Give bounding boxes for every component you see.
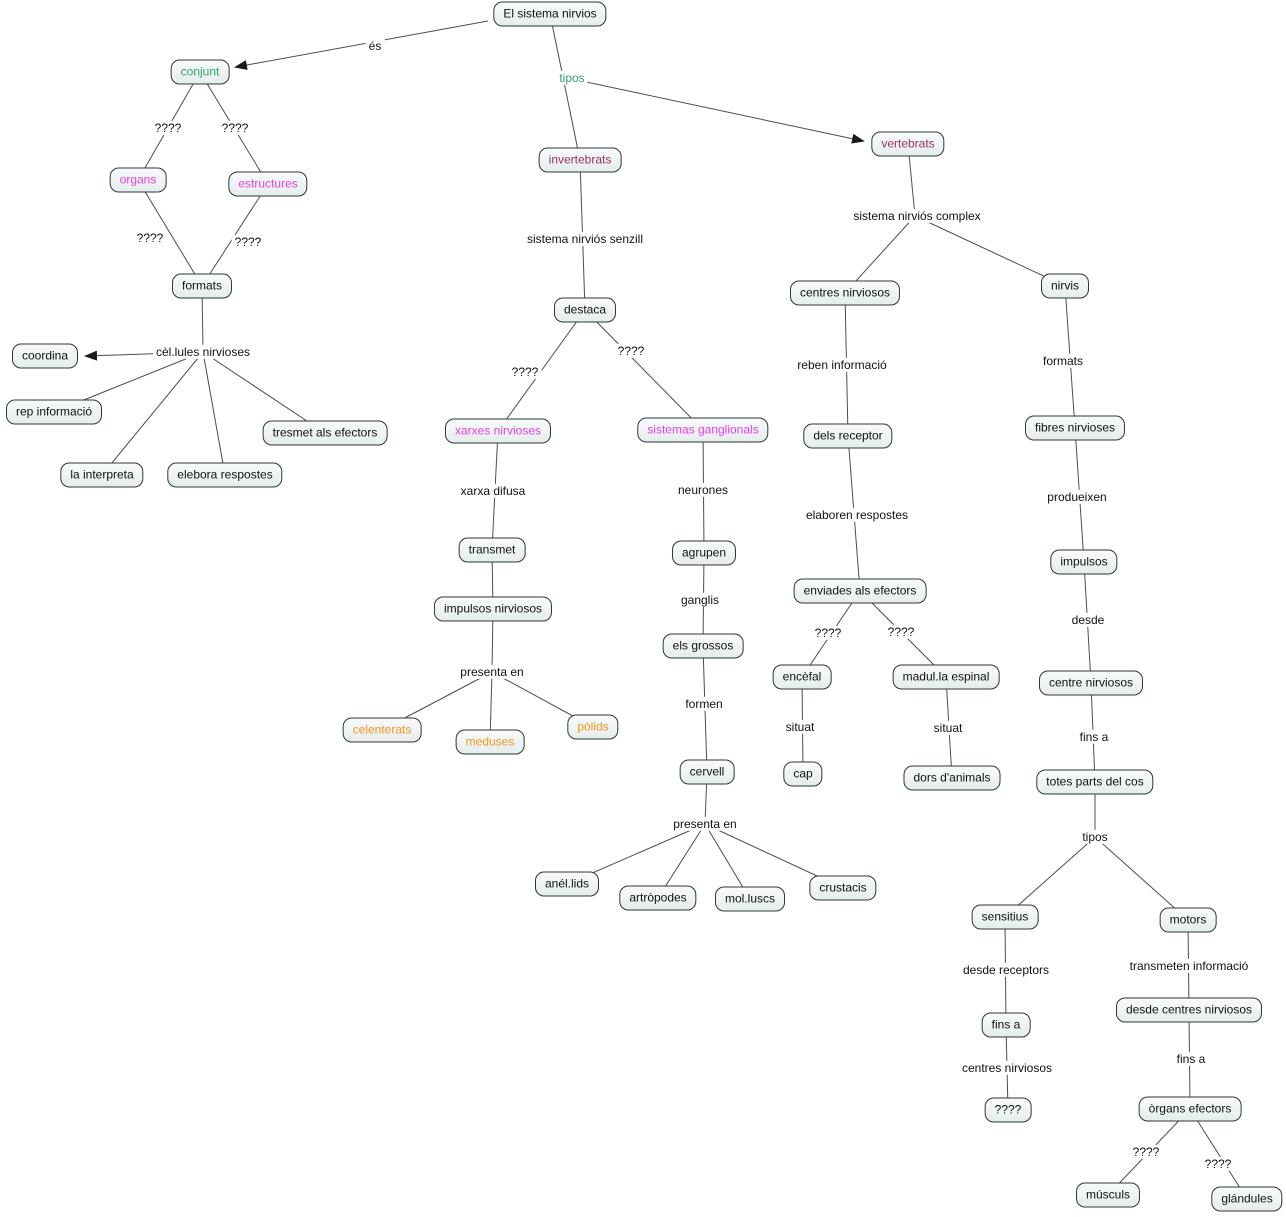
edge-organs-efectors--glandules	[1189, 1108, 1248, 1200]
edge-label-formen[interactable]: formen	[682, 696, 726, 712]
node-celenterats[interactable]: celenterats	[342, 717, 422, 743]
edge-label-fins-a-1[interactable]: fins a	[1076, 729, 1112, 745]
edge-label-tipos-2[interactable]: tipos	[1079, 829, 1111, 845]
node-dors-danimals[interactable]: dors d'animals	[903, 765, 1001, 791]
edge-label-transmeten-informacio[interactable]: transmeten informació	[1126, 958, 1252, 974]
edge-cellules-nirvioses--tresmet-als-efectors	[202, 351, 326, 434]
edge-label-xarxa-difusa[interactable]: xarxa difusa	[457, 483, 529, 499]
edge-label-elaboren-respostes[interactable]: elaboren respostes	[802, 507, 912, 523]
edge-label-produeixen[interactable]: produeixen	[1044, 489, 1110, 505]
node-desde-centres-nirviosos[interactable]: desde centres nirviosos	[1115, 997, 1263, 1023]
edge-label-q7[interactable]: ????	[811, 625, 845, 641]
node-artropodes[interactable]: artròpodes	[619, 885, 697, 911]
node-musculs[interactable]: músculs	[1075, 1182, 1141, 1208]
edge-tipos-2--motors	[1094, 836, 1189, 921]
edge-label-centres-nirviosos-2[interactable]: centres nirviosos	[958, 1060, 1056, 1076]
edge-sistema-nirvios-complex--centres-nirviosos	[844, 215, 916, 294]
node-fins-a[interactable]: fins a	[981, 1012, 1031, 1038]
edge-cellules-nirvioses--elebora-respostes	[202, 351, 226, 476]
edge-label-presenta-en-1[interactable]: presenta en	[457, 664, 527, 680]
node-anellids[interactable]: anél.lids	[534, 871, 600, 897]
node-cervell[interactable]: cervell	[679, 759, 735, 785]
edge-label-q10[interactable]: ????	[1201, 1156, 1235, 1172]
node-meduses[interactable]: meduses	[455, 729, 525, 755]
edge-label-neurones[interactable]: neurones	[674, 482, 732, 498]
edge-tipos-1--vertebrats	[576, 79, 865, 144]
node-organs[interactable]: organs	[109, 167, 167, 193]
node-sistemas-ganglionals[interactable]: sistemas ganglionals	[637, 417, 769, 443]
edge-label-formats-2[interactable]: formats	[1039, 353, 1087, 369]
node-polids[interactable]: pòlids	[567, 714, 619, 740]
edge-label-q5[interactable]: ????	[508, 364, 542, 380]
edge-label-q6[interactable]: ????	[614, 343, 648, 359]
edge-organs--formats	[137, 179, 203, 287]
edge-label-presenta-en-2[interactable]: presenta en	[670, 816, 740, 832]
edge-label-tipos-1[interactable]: tipos	[556, 70, 588, 86]
node-enviades-als-efectors[interactable]: enviades als efectors	[793, 578, 927, 604]
edge-label-q8[interactable]: ????	[884, 624, 918, 640]
edge-destaca--sistemas-ganglionals	[584, 309, 704, 431]
node-glandules[interactable]: glándules	[1211, 1186, 1283, 1212]
edge-label-sistema-nirvios-complex[interactable]: sistema nirviós complex	[850, 208, 984, 224]
edge-label-reben-informacio[interactable]: reben informació	[794, 357, 890, 373]
node-el-sistema-nirvios[interactable]: El sistema nirvios	[493, 1, 607, 27]
edge-label-q4[interactable]: ????	[231, 234, 265, 250]
node-transmet[interactable]: transmet	[458, 537, 526, 563]
node-molluscs[interactable]: mol.luscs	[714, 886, 786, 912]
edge-label-desde-receptors[interactable]: desde receptors	[959, 962, 1053, 978]
node-coordina[interactable]: coordina	[11, 343, 79, 369]
node-madulla-espinal[interactable]: madul.la espinal	[892, 664, 1000, 690]
node-encefal[interactable]: encèfal	[772, 664, 832, 690]
edge-label-desde[interactable]: desde	[1068, 612, 1108, 628]
edge-sistema-nirvios-complex--nirvis	[914, 215, 1066, 287]
edge-el-sistema-nirvios--invertebrats	[549, 13, 581, 161]
edge-label-situat-2[interactable]: situat	[930, 720, 966, 736]
node-xarxes-nirvioses[interactable]: xarxes nirvioses	[444, 418, 552, 444]
node-cap[interactable]: cap	[783, 761, 823, 787]
edge-label-q2[interactable]: ????	[218, 120, 252, 136]
edge-label-ganglis[interactable]: ganglis	[677, 592, 723, 608]
node-nirvis[interactable]: nirvis	[1040, 273, 1090, 299]
node-organs-efectors[interactable]: òrgans efectors	[1138, 1096, 1242, 1122]
node-vertebrats[interactable]: vertebrats	[871, 131, 945, 157]
node-agrupen[interactable]: agrupen	[671, 540, 737, 566]
edge-label-cellules-nirvioses[interactable]: cèl.lules nirvioses	[152, 344, 254, 360]
node-motors[interactable]: motors	[1159, 907, 1217, 933]
node-impulsos-nirviosos[interactable]: impulsos nirviosos	[433, 596, 553, 622]
edge-label-q9[interactable]: ????	[1129, 1144, 1163, 1160]
node-elebora-respostes[interactable]: elebora respostes	[167, 462, 283, 488]
node-estructures[interactable]: estructures	[228, 171, 308, 197]
edge-tipos-2--sensitius	[1004, 836, 1096, 918]
node-crustacis[interactable]: crustacis	[809, 875, 877, 901]
node-tresmet-als-efectors[interactable]: tresmet als efectors	[262, 420, 388, 446]
node-unknown-box[interactable]: ????	[984, 1097, 1032, 1123]
edge-el-sistema-nirvios--conjunt	[234, 20, 489, 70]
node-impulsos[interactable]: impulsos	[1050, 549, 1118, 575]
node-conjunt[interactable]: conjunt	[170, 59, 230, 85]
edge-label-q1[interactable]: ????	[151, 120, 185, 136]
edge-label-fins-a-2[interactable]: fins a	[1173, 1051, 1209, 1067]
node-els-grossos[interactable]: els grossos	[662, 633, 744, 659]
node-rep-informacio[interactable]: rep informació	[5, 399, 103, 425]
node-dels-receptor[interactable]: dels receptor	[803, 423, 893, 449]
node-centres-nirviosos[interactable]: centres nirviosos	[789, 280, 901, 306]
edge-label-es[interactable]: és	[365, 38, 385, 54]
edge-label-sistema-nirvios-senzill[interactable]: sistema nirviós senzill	[523, 231, 647, 247]
node-invertebrats[interactable]: invertebrats	[538, 147, 622, 173]
node-destaca[interactable]: destaca	[553, 297, 617, 323]
node-formats[interactable]: formats	[171, 273, 233, 299]
edge-label-situat-1[interactable]: situat	[782, 719, 818, 735]
edge-cellules-nirvioses--la-interpreta	[101, 351, 204, 476]
edge-destaca--xarxes-nirvioses	[497, 309, 586, 432]
node-totes-parts-del-cos[interactable]: totes parts del cos	[1036, 769, 1154, 795]
node-fibres-nirvioses[interactable]: fibres nirvioses	[1024, 415, 1126, 441]
edge-label-q3[interactable]: ????	[133, 230, 167, 246]
node-centre-nirviosos[interactable]: centre nirviosos	[1038, 670, 1144, 696]
node-la-interpreta[interactable]: la interpreta	[60, 462, 144, 488]
node-sensitius[interactable]: sensitius	[971, 904, 1039, 930]
